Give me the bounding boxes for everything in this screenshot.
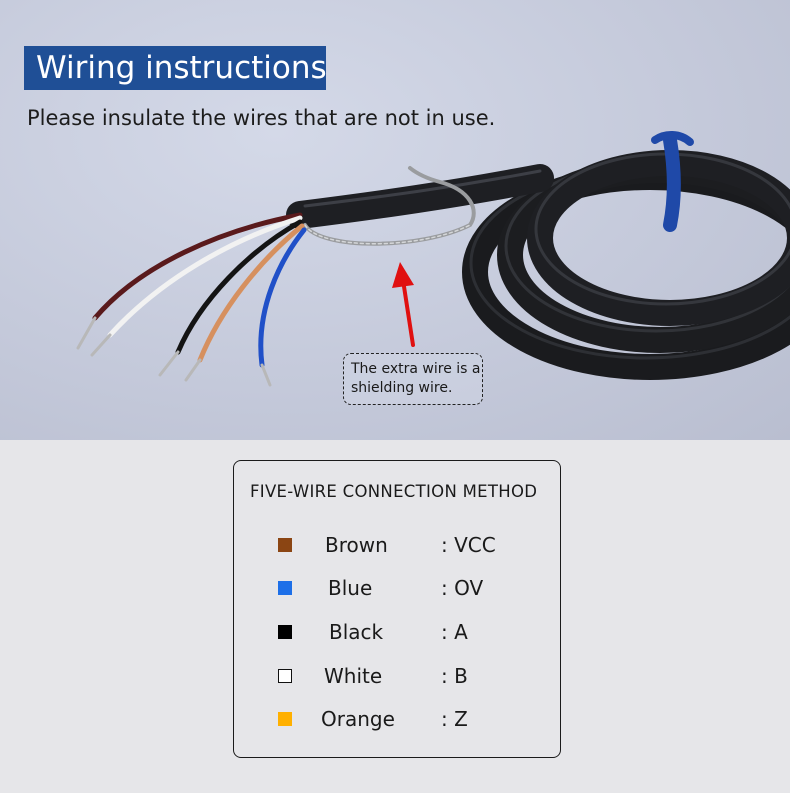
page-subtitle: Please insulate the wires that are not i… [27, 106, 496, 130]
orange-wire [197, 223, 305, 363]
cable-lead [286, 164, 554, 229]
brown-wire [92, 212, 303, 321]
legend-color-name: White [324, 664, 383, 688]
title-banner: Wiring instructions [24, 46, 327, 90]
orange-swatch-icon [278, 712, 292, 726]
legend-signal: : Z [441, 707, 468, 731]
white-wire [107, 215, 303, 338]
legend-row-orange: Orange : Z [234, 705, 562, 735]
red-arrow [401, 278, 415, 347]
legend-row-white: White : B [234, 662, 562, 692]
product-photo: Wiring instructions Please insulate the … [0, 0, 790, 440]
brown-swatch-icon [278, 538, 292, 552]
shield-wire-callout: The extra wire is a shielding wire. [343, 353, 483, 405]
legend-signal: : OV [441, 576, 484, 600]
legend-row-black: Black : A [234, 618, 562, 648]
legend-signal: : B [441, 664, 468, 688]
wiring-legend-panel: FIVE-WIRE CONNECTION METHOD Brown : VCC … [233, 460, 561, 758]
legend-title: FIVE-WIRE CONNECTION METHOD [250, 482, 538, 501]
legend-row-brown: Brown : VCC [234, 531, 562, 561]
black-wire [175, 219, 303, 355]
legend-color-name: Blue [328, 576, 373, 600]
page-title: Wiring instructions [36, 50, 327, 86]
blue-swatch-icon [278, 581, 292, 595]
cable-tie [663, 133, 681, 232]
legend-color-name: Black [329, 620, 384, 644]
white-swatch-icon [278, 669, 292, 683]
legend-row-blue: Blue : OV [234, 574, 562, 604]
legend-signal: : VCC [441, 533, 496, 557]
legend-color-name: Brown [325, 533, 388, 557]
callout-line-1: The extra wire is a [351, 361, 481, 377]
callout-line-2: shielding wire. [351, 380, 453, 396]
cable-illustration [76, 131, 790, 387]
blue-wire [258, 227, 307, 368]
legend-color-name: Orange [321, 707, 395, 731]
black-swatch-icon [278, 625, 292, 639]
red-arrow-head [392, 262, 414, 288]
legend-signal: : A [441, 620, 468, 644]
